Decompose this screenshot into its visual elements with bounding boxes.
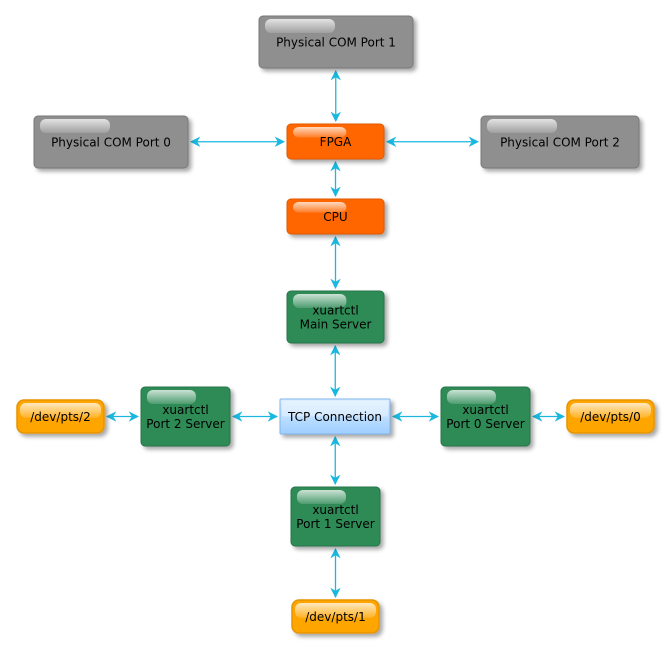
node-gloss	[293, 294, 347, 308]
node-dev-pts-0: /dev/pts/0	[566, 399, 655, 434]
node-xuartctl-main-server: xuartctl Main Server	[286, 290, 385, 344]
node-gloss	[282, 401, 388, 417]
edges-layer	[105, 69, 566, 599]
node-label: xuartctl	[162, 403, 208, 417]
nodes-layer: Physical COM Port 1 Physical COM Port 0 …	[16, 15, 655, 634]
node-gloss	[147, 390, 196, 404]
node-label: Physical COM Port 2	[500, 136, 620, 150]
node-xuartctl-port-2-server: xuartctl Port 2 Server	[140, 386, 231, 447]
node-gloss	[570, 403, 651, 418]
node-gloss	[297, 490, 346, 504]
node-cpu: CPU	[286, 198, 385, 235]
node-xuartctl-port-1-server: xuartctl Port 1 Server	[290, 486, 381, 547]
node-label: xuartctl	[312, 304, 358, 318]
node-dev-pts-1: /dev/pts/1	[291, 599, 380, 634]
node-label-line-2: Main Server	[300, 318, 372, 332]
node-physical-com-port-1: Physical COM Port 1	[258, 15, 414, 69]
node-physical-com-port-2: Physical COM Port 2	[480, 115, 640, 169]
node-label: xuartctl	[312, 503, 358, 517]
node-label: /dev/pts/0	[580, 410, 640, 424]
node-gloss	[487, 119, 557, 133]
node-label: CPU	[323, 210, 347, 224]
node-fpga: FPGA	[286, 123, 385, 160]
node-gloss	[293, 127, 347, 138]
node-label-line-2: Port 1 Server	[296, 517, 374, 531]
node-gloss	[295, 603, 376, 618]
node-label: Physical COM Port 0	[51, 136, 171, 150]
node-label: /dev/pts/2	[30, 410, 90, 424]
node-gloss	[40, 119, 110, 133]
node-label: TCP Connection	[287, 410, 382, 424]
node-label: Physical COM Port 1	[276, 36, 396, 50]
node-label-line-2: Port 0 Server	[446, 417, 524, 431]
node-physical-com-port-0: Physical COM Port 0	[33, 115, 189, 169]
node-label: FPGA	[320, 135, 352, 149]
node-xuartctl-port-0-server: xuartctl Port 0 Server	[440, 386, 531, 447]
node-gloss	[20, 403, 101, 418]
node-label-line-2: Port 2 Server	[146, 417, 224, 431]
node-gloss	[293, 202, 347, 213]
node-gloss	[447, 390, 496, 404]
node-box	[279, 398, 391, 435]
node-tcp-connection: TCP Connection	[279, 398, 391, 435]
node-label: /dev/pts/1	[305, 610, 365, 624]
node-label: xuartctl	[462, 403, 508, 417]
node-gloss	[265, 19, 335, 33]
node-dev-pts-2: /dev/pts/2	[16, 399, 105, 434]
